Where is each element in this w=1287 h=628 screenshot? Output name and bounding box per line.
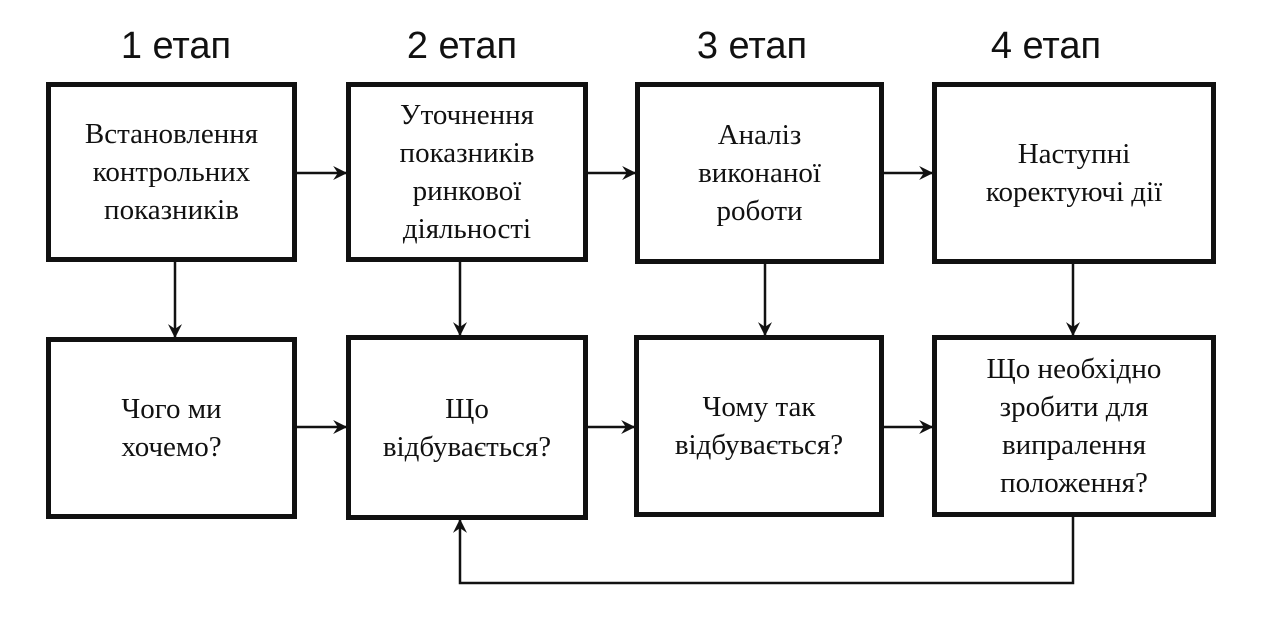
- box-line: Аналіз: [717, 119, 802, 151]
- box-what-we-want: Чого ми хочемо?: [46, 337, 297, 519]
- box-line: показників: [104, 194, 239, 226]
- box-line: діяльності: [402, 213, 532, 245]
- box-line: виконаної: [698, 157, 821, 189]
- box-line: зробити для: [999, 391, 1149, 423]
- stage-4-label: 4 етап: [990, 25, 1102, 67]
- box-corrective-actions: Наступні коректуючі дії: [932, 82, 1216, 264]
- stage-2-label: 2 етап: [406, 25, 518, 67]
- box-what-is-happening: Що відбувається?: [346, 335, 588, 520]
- box-line: показників: [399, 137, 535, 169]
- box-line: коректуючі дії: [985, 176, 1163, 208]
- box-line: Чого ми: [121, 393, 222, 425]
- stage-3-label: 3 етап: [696, 25, 808, 67]
- box-line: Чому так: [702, 391, 816, 423]
- box-line: положення?: [1000, 467, 1148, 499]
- box-what-to-do: Що необхідно зробити для випралення поло…: [932, 335, 1216, 517]
- box-refine-market-indicators: Уточнення показників ринкової діяльності: [346, 82, 588, 262]
- box-line: відбувається?: [382, 430, 552, 463]
- box-line: Уточнення: [400, 99, 534, 131]
- box-line: Наступні: [1017, 138, 1131, 170]
- box-why-it-happens: Чому так відбувається?: [634, 335, 884, 517]
- box-line: роботи: [716, 195, 803, 227]
- box-line: Встановлення: [84, 118, 259, 150]
- box-analysis-of-work: Аналіз виконаної роботи: [635, 82, 884, 264]
- box-set-control-indicators: Встановлення контрольних показників: [46, 82, 297, 262]
- box-line: ринкової: [412, 175, 522, 207]
- feedback-loop-arrow: [453, 517, 1075, 585]
- box-line: Що: [445, 392, 489, 425]
- box-line: випралення: [1001, 429, 1147, 461]
- box-line: контрольних: [92, 156, 251, 188]
- box-line: відбувається?: [674, 429, 844, 461]
- box-line: хочемо?: [121, 431, 222, 463]
- box-line: Що необхідно: [986, 353, 1162, 385]
- stage-1-label: 1 етап: [120, 25, 232, 67]
